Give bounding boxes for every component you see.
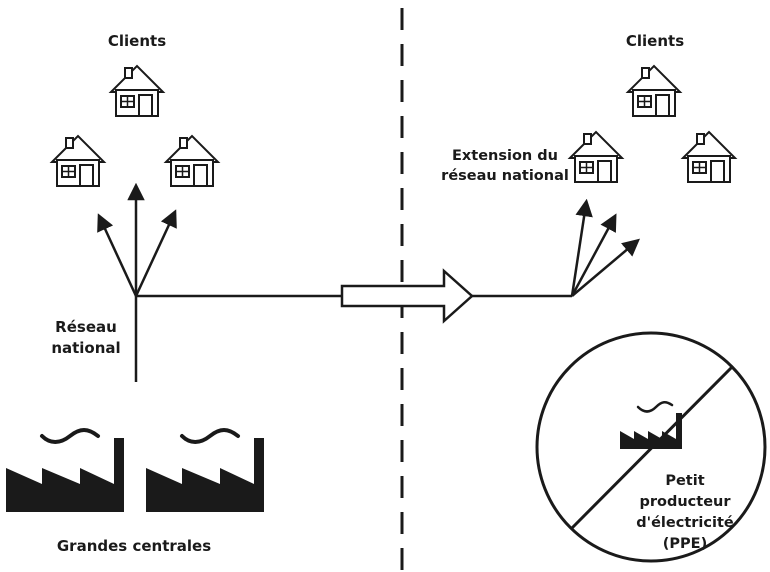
- right-house-right-icon: [682, 131, 736, 183]
- right-house-left-icon: [569, 131, 623, 183]
- left-house-left-icon: [51, 135, 105, 187]
- right-arrow-1: [570, 198, 593, 297]
- left-house-right-icon: [165, 135, 219, 187]
- ppe-label-4: (PPE): [663, 536, 707, 552]
- right-clients-label: Clients: [626, 32, 684, 50]
- left-house-top-icon: [110, 65, 164, 117]
- ppe-label-2: producteur: [639, 494, 731, 510]
- right-house-top-icon: [627, 65, 681, 117]
- ppe-label-1: Petit: [665, 473, 704, 489]
- left-factory-2-icon: [146, 428, 264, 512]
- left-plants-label: Grandes centrales: [57, 537, 211, 555]
- ppe-small-factory-icon: [620, 401, 682, 449]
- left-network-label-1: Réseau: [55, 318, 117, 336]
- right-arrow-3: [571, 238, 641, 297]
- left-network-label-2: national: [51, 339, 120, 357]
- transition-hollow-arrow-icon: [340, 268, 474, 324]
- left-factory-1-icon: [6, 428, 124, 512]
- right-arrow-2: [570, 213, 617, 297]
- left-arrow-to-right-house: [134, 209, 177, 297]
- left-arrow-to-left-house: [97, 213, 138, 297]
- right-extension-label-1: Extension du: [452, 148, 558, 164]
- left-clients-label: Clients: [108, 32, 166, 50]
- ppe-label-3: d'électricité: [636, 515, 734, 531]
- right-extension-label-2: réseau national: [441, 168, 569, 184]
